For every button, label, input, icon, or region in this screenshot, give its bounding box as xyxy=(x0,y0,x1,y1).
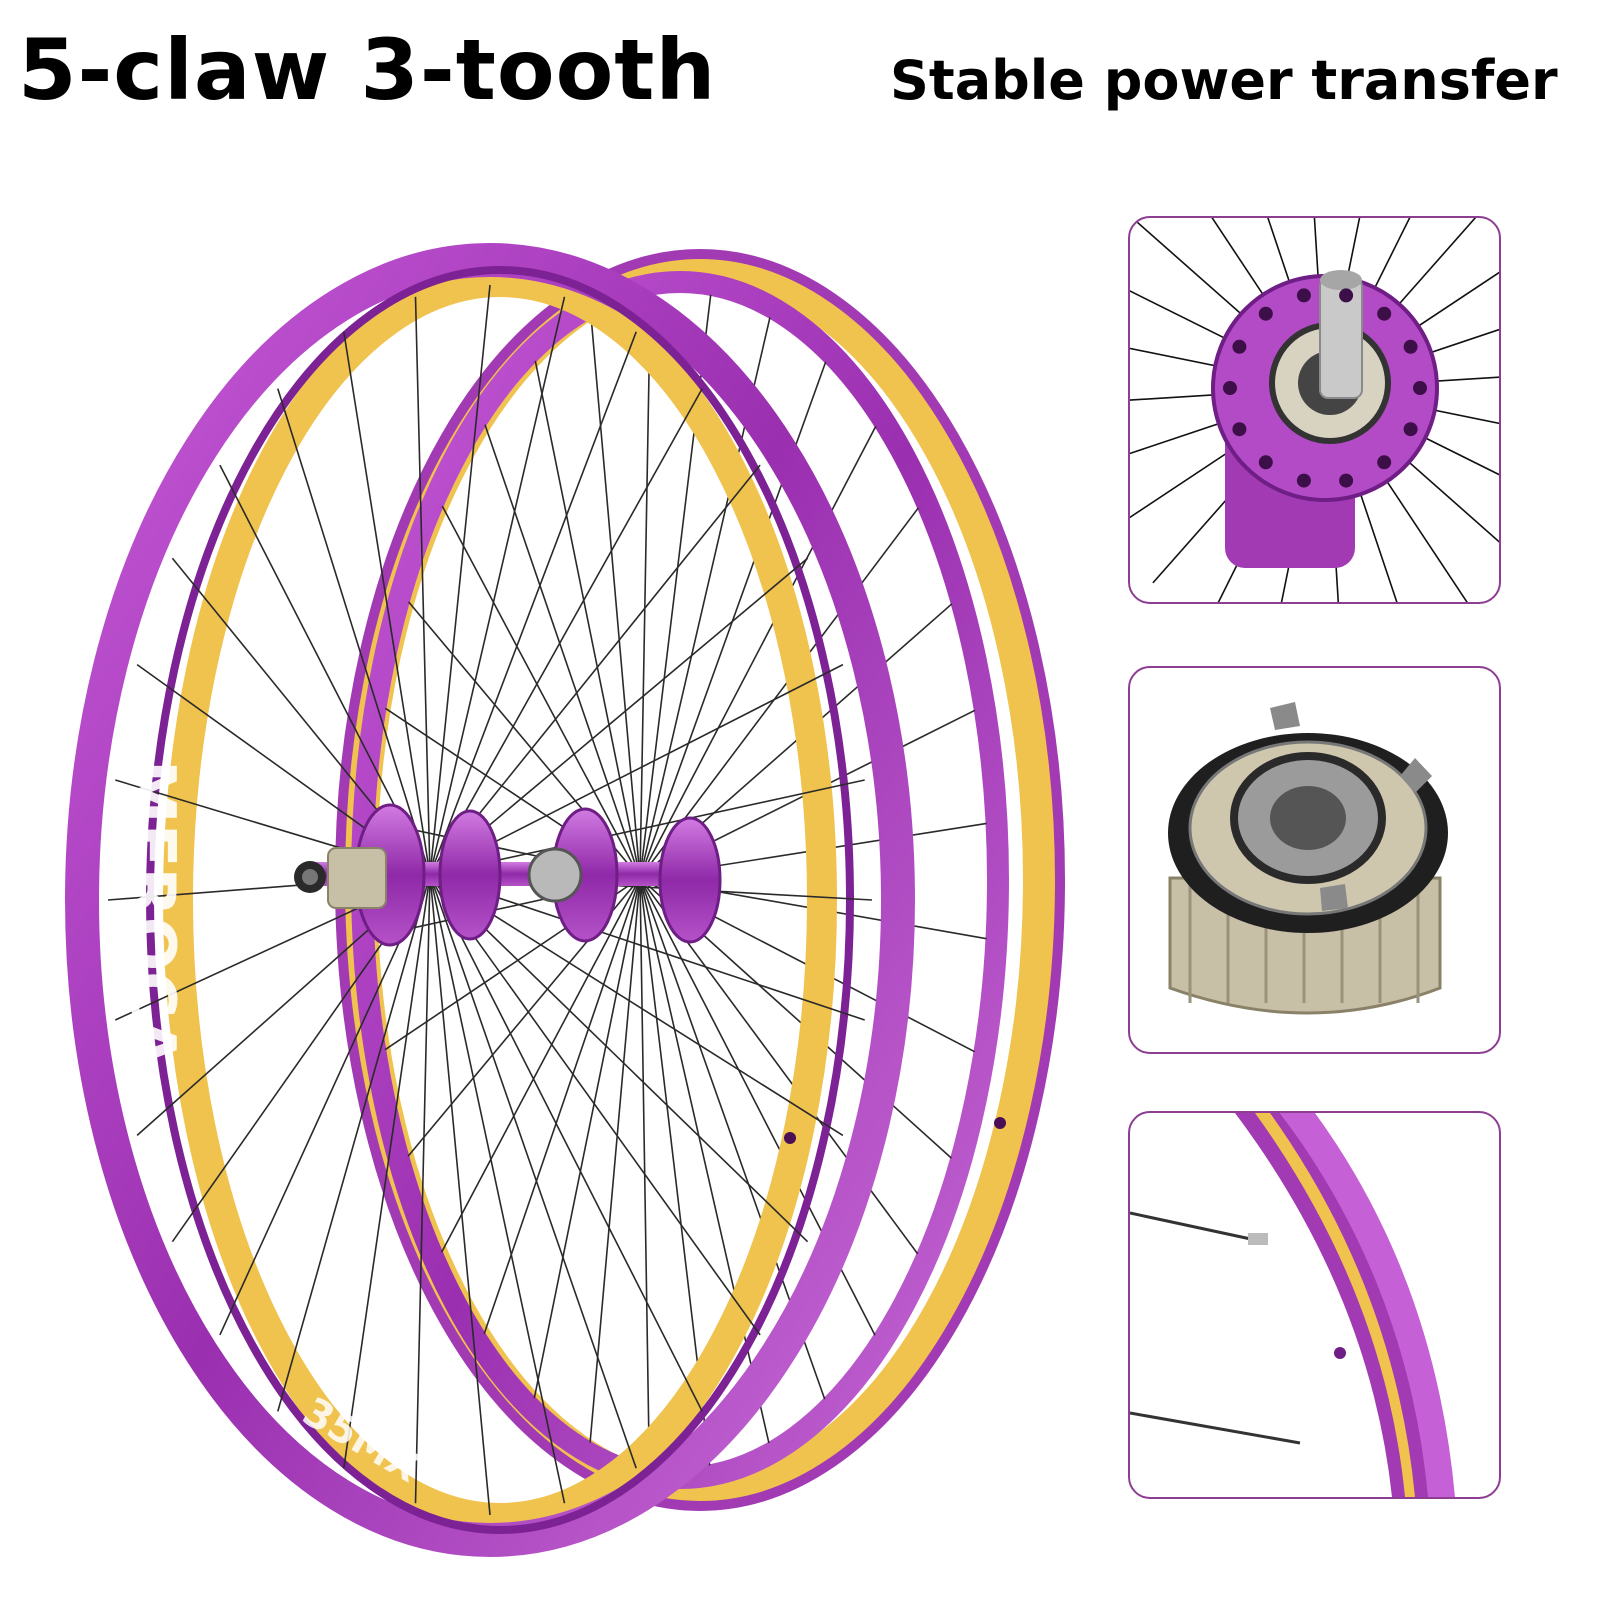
headline-left: 5-claw 3-tooth xyxy=(18,21,717,119)
flange-hole xyxy=(1232,422,1247,437)
spoke xyxy=(440,877,641,1253)
rim-outer xyxy=(65,243,915,1557)
flange-hole xyxy=(1296,288,1311,303)
panel-rim-closeup xyxy=(1128,1111,1501,1499)
spoke xyxy=(429,557,809,876)
spoke xyxy=(429,874,566,1504)
spoke xyxy=(219,874,431,1336)
axle-end-inner xyxy=(302,869,318,885)
rim-outer-band xyxy=(1235,1113,1430,1497)
spoke xyxy=(533,877,641,1399)
spoke xyxy=(429,296,566,876)
spoke xyxy=(429,874,703,1412)
flange-hole xyxy=(1403,422,1418,437)
flange-hole xyxy=(1403,339,1418,354)
spoke xyxy=(590,316,641,879)
spoke xyxy=(429,874,761,1336)
spoke xyxy=(483,877,641,1335)
flange-hole xyxy=(1377,455,1392,470)
spoke-1 xyxy=(1130,1211,1261,1243)
rim-logo: MEROCA xyxy=(114,760,188,1068)
flange-hole xyxy=(1232,339,1247,354)
spoke-2 xyxy=(1130,1411,1301,1445)
rim-edge xyxy=(146,266,854,1534)
flange-hole xyxy=(1258,455,1273,470)
flange-holes xyxy=(1223,288,1427,488)
pawl-3 xyxy=(1320,884,1348,911)
hubs xyxy=(294,803,722,947)
spoke xyxy=(429,779,865,876)
spoke xyxy=(429,874,637,1469)
spoke xyxy=(429,331,637,876)
front-wheel: MEROCA 35MX xyxy=(65,243,915,1557)
front-spokes xyxy=(107,284,873,1516)
spoke xyxy=(639,425,877,879)
flange-hole xyxy=(1296,473,1311,488)
spoke xyxy=(343,874,431,1469)
spoke xyxy=(429,388,703,876)
flange-hole xyxy=(1413,381,1427,395)
spoke xyxy=(343,331,431,876)
spoke xyxy=(429,874,491,1516)
spoke xyxy=(639,507,920,879)
spoke xyxy=(639,877,651,1466)
rim-valve-hole xyxy=(1334,1347,1346,1359)
freehub-body xyxy=(327,847,387,909)
rim-tape xyxy=(163,267,837,1533)
spoke xyxy=(429,284,491,876)
spoke xyxy=(534,360,641,879)
spoke xyxy=(441,505,641,879)
flange-hole xyxy=(1339,288,1354,303)
hub-flange-center xyxy=(438,809,502,941)
flange-hole xyxy=(1258,306,1273,321)
spoke xyxy=(639,294,652,879)
spoke xyxy=(429,464,761,876)
spoke xyxy=(429,874,844,1137)
spoke xyxy=(429,663,844,876)
disc-mount xyxy=(527,847,583,903)
flange-hole xyxy=(1377,306,1392,321)
rim-valve-hole xyxy=(994,1117,1006,1129)
spoke xyxy=(589,877,641,1443)
hub-axle-end xyxy=(1320,270,1362,290)
panel-hub-closeup xyxy=(1128,216,1501,604)
panel-freehub-closeup xyxy=(1128,666,1501,1054)
headline-right: Stable power transfer xyxy=(890,49,1558,112)
freehub-bore xyxy=(1270,786,1346,850)
spoke-nipple-1 xyxy=(1248,1233,1268,1245)
spoke xyxy=(484,424,641,879)
pawl-1 xyxy=(1270,702,1300,730)
wheelset-illustration: MEROCA 35MX xyxy=(65,243,1065,1557)
pawl-2 xyxy=(1400,758,1432,793)
flange-hole xyxy=(1339,473,1354,488)
spoke xyxy=(277,874,431,1412)
rim-inner-band xyxy=(1280,1113,1455,1497)
spoke xyxy=(414,296,431,876)
spoke xyxy=(429,874,809,1243)
spoke xyxy=(429,874,865,1021)
hub-flange-far xyxy=(658,816,722,944)
spoke xyxy=(414,874,431,1504)
spoke xyxy=(277,388,431,876)
flange-hole xyxy=(1223,381,1237,395)
rim-valve-hole xyxy=(784,1132,796,1144)
